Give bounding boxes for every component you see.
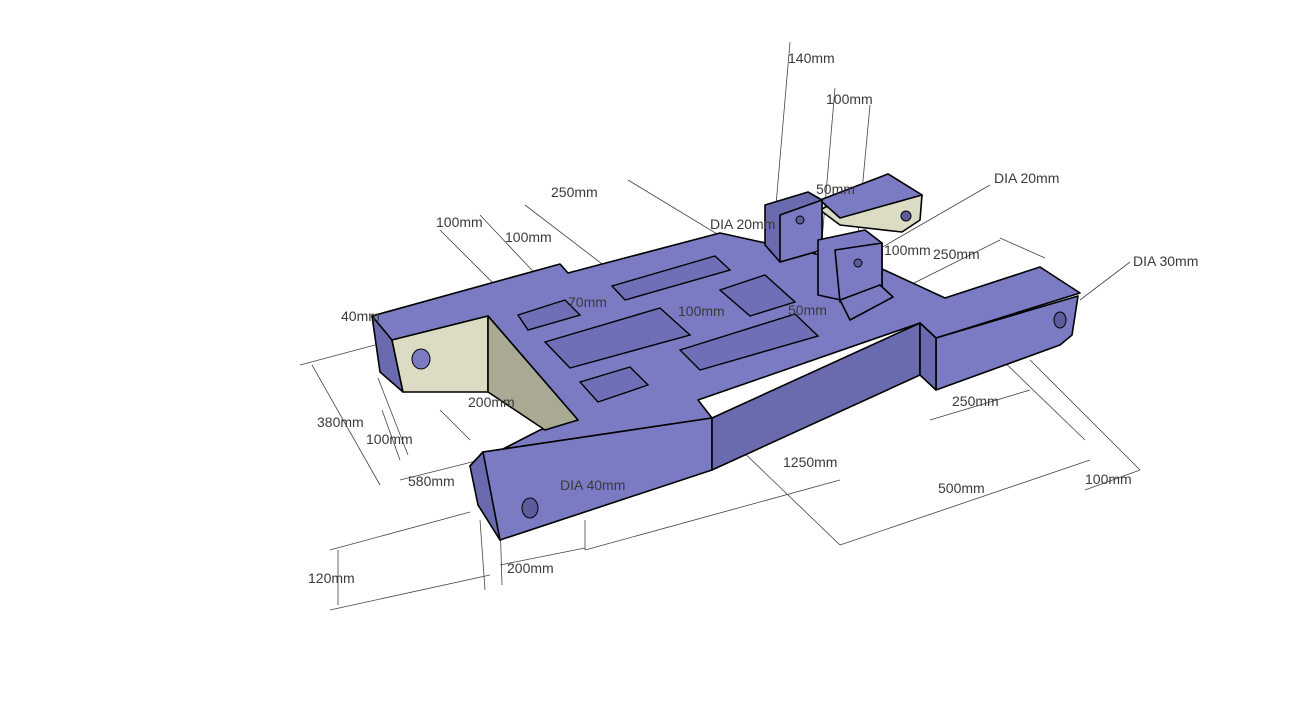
left-inner-wall [487, 315, 579, 431]
dim-50-mid: 50mm [788, 302, 827, 318]
dim-250-right: 250mm [952, 393, 999, 409]
dim-70: 70mm [568, 294, 607, 310]
hole-dia40 [521, 497, 539, 519]
dimension-labels: 140mm 100mm 50mm DIA 20mm DIA 20mm 100mm… [308, 50, 1198, 586]
dim-100-a: 100mm [436, 214, 483, 230]
dim-dia30: DIA 30mm [1133, 253, 1198, 269]
dim-dia40: DIA 40mm [560, 477, 625, 493]
dim-100-r: 100mm [884, 242, 931, 258]
dim-200-mid: 200mm [468, 394, 515, 410]
dim-500: 500mm [938, 480, 985, 496]
dim-580: 580mm [408, 473, 455, 489]
dim-dia20-left: DIA 20mm [710, 216, 775, 232]
hole-dia30 [1053, 311, 1067, 329]
dim-100-b: 100mm [505, 229, 552, 245]
dim-380: 380mm [317, 414, 364, 430]
hole-left [411, 348, 431, 370]
dim-100-mid: 100mm [678, 303, 725, 319]
dim-100-left: 100mm [366, 431, 413, 447]
dim-100-top: 100mm [826, 91, 873, 107]
dim-140: 140mm [788, 50, 835, 66]
dim-200-bot: 200mm [507, 560, 554, 576]
dim-250-slot: 250mm [551, 184, 598, 200]
dim-120: 120mm [308, 570, 355, 586]
slots [516, 255, 820, 403]
upright-blocks [764, 173, 923, 321]
dim-40: 40mm [341, 308, 380, 324]
dim-100-right: 100mm [1085, 471, 1132, 487]
dim-dia20-right: DIA 20mm [994, 170, 1059, 186]
dim-1250: 1250mm [783, 454, 837, 470]
dim-250-upper: 250mm [933, 246, 980, 262]
dim-50-top: 50mm [816, 181, 855, 197]
front-arm-end [469, 451, 501, 541]
right-arm-side [919, 322, 937, 391]
